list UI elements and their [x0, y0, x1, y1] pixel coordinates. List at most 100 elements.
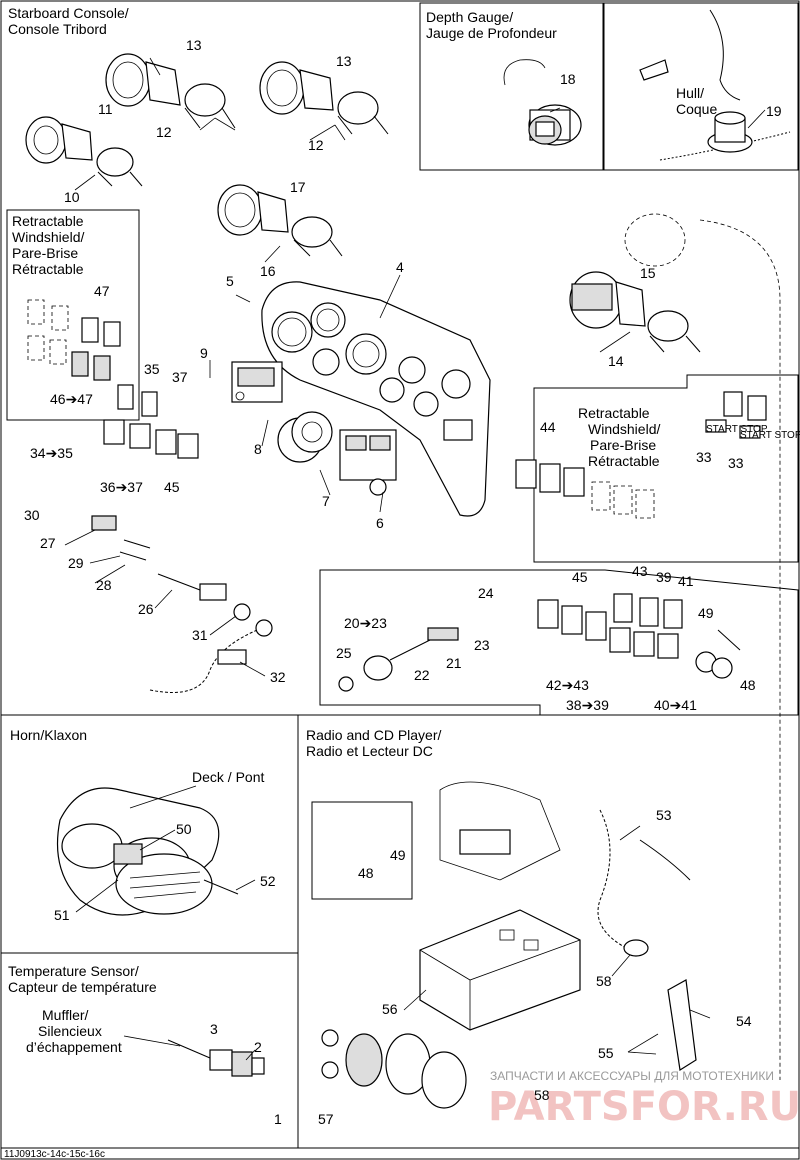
- callout-39: 39: [656, 569, 672, 585]
- callout-36-37: 36➔37: [100, 479, 143, 495]
- title-windshield-right-2: Windshield/: [588, 421, 660, 437]
- title-radio-fr: Radio et Lecteur DC: [306, 743, 433, 759]
- callout-56: 56: [382, 1001, 398, 1017]
- callout-29: 29: [68, 555, 84, 571]
- title-temperature: Temperature Sensor/: [8, 963, 139, 979]
- label-muffler-1: Muffler/: [42, 1007, 89, 1023]
- title-depth-gauge: Depth Gauge/: [426, 9, 513, 25]
- buzzer-20-23: [338, 627, 459, 692]
- radio-detail-box: [311, 801, 413, 900]
- callout-23: 23: [474, 637, 490, 653]
- callout-4: 4: [396, 259, 404, 275]
- title-radio: Radio and CD Player/: [306, 727, 442, 743]
- callout-48-radio: 48: [358, 865, 374, 881]
- callout-37: 37: [172, 369, 188, 385]
- title-windshield-right-1: Retractable: [578, 405, 650, 421]
- callout-51: 51: [54, 907, 70, 923]
- socket-48-49: [695, 629, 741, 679]
- hull-transducer-19: [639, 9, 791, 161]
- callout-10: 10: [64, 189, 80, 205]
- title-windshield-left-3: Pare-Brise: [12, 245, 78, 261]
- title-windshield-left-2: Windshield/: [12, 229, 84, 245]
- start-stop-switches-33: [705, 391, 767, 439]
- gauge-11: [25, 116, 143, 187]
- speaker-57: [321, 1029, 467, 1109]
- callout-30: 30: [24, 507, 40, 523]
- terminals-28-29: [119, 539, 151, 561]
- callout-45-right: 45: [572, 569, 588, 585]
- callout-48-right: 48: [740, 677, 756, 693]
- callout-49-right: 49: [698, 605, 714, 621]
- leader-lines: [64, 57, 766, 1061]
- lanyard-32: [149, 619, 273, 693]
- title-horn: Horn/Klaxon: [10, 727, 87, 743]
- callout-27: 27: [40, 535, 56, 551]
- steering-hub: [277, 411, 333, 463]
- callout-6: 6: [376, 515, 384, 531]
- callout-13-right: 13: [336, 53, 352, 69]
- callout-9: 9: [200, 345, 208, 361]
- depth-gauge-18: [503, 59, 582, 146]
- callout-58-lower: 58: [534, 1087, 550, 1103]
- callout-12-left: 12: [156, 124, 172, 140]
- callout-38-39: 38➔39: [566, 697, 609, 713]
- title-depth-gauge-fr: Jauge de Profondeur: [426, 25, 557, 41]
- title-windshield-right-4: Rétractable: [588, 453, 660, 469]
- watermark-subtitle: ЗАПЧАСТИ И АКСЕССУАРЫ ДЛЯ МОТОТЕХНИКИ: [490, 1069, 774, 1083]
- callout-25: 25: [336, 645, 352, 661]
- diagram-code: 11J0913c-14c-15c-16c: [4, 1149, 105, 1160]
- temperature-sensor: [167, 1039, 265, 1077]
- callout-32: 32: [270, 669, 286, 685]
- callout-5: 5: [226, 273, 234, 289]
- wiring-53: [597, 809, 691, 957]
- callout-41: 41: [678, 573, 694, 589]
- gauge-13-left: [105, 53, 236, 129]
- title-windshield-left-1: Retractable: [12, 213, 84, 229]
- horn-50: [113, 837, 213, 915]
- callout-7: 7: [322, 493, 330, 509]
- connector-27: [91, 515, 117, 531]
- windshield-switches-right: [515, 459, 655, 519]
- console-outline: [439, 781, 561, 881]
- ghost-gauge: [624, 213, 686, 267]
- callout-34-35: 34➔35: [30, 445, 73, 461]
- windshield-panel-left: [6, 209, 140, 421]
- callout-22: 22: [414, 667, 430, 683]
- title-hull: Hull/: [676, 85, 704, 101]
- callout-45-left: 45: [164, 479, 180, 495]
- wiring-harness-line: [699, 219, 781, 1080]
- callout-40-41: 40➔41: [654, 697, 697, 713]
- callout-3: 3: [210, 1021, 218, 1037]
- connector-panel: [319, 569, 799, 716]
- watermark-logo: PARTSFOR.RU: [488, 1084, 800, 1130]
- callout-19: 19: [766, 103, 782, 119]
- gauge-17: [217, 184, 343, 257]
- callout-55: 55: [598, 1045, 614, 1061]
- callout-8: 8: [254, 441, 262, 457]
- screw-52: [203, 879, 239, 895]
- callout-2: 2: [254, 1039, 262, 1055]
- callout-15: 15: [640, 265, 656, 281]
- callout-57: 57: [318, 1111, 334, 1127]
- title-starboard-console: Starboard Console/: [8, 5, 129, 21]
- callout-31: 31: [192, 627, 208, 643]
- windshield-panel-right: [533, 374, 799, 563]
- callout-12-right: 12: [308, 137, 324, 153]
- callout-43: 43: [632, 563, 648, 579]
- callout-33-right: 33: [728, 455, 744, 471]
- callout-33-left: 33: [696, 449, 712, 465]
- callout-50: 50: [176, 821, 192, 837]
- callout-26: 26: [138, 601, 154, 617]
- hull-panel: [603, 2, 799, 171]
- callout-24: 24: [478, 585, 494, 601]
- callout-44: 44: [540, 419, 556, 435]
- callout-58-upper: 58: [596, 973, 612, 989]
- label-start-stop-right: START STOP: [740, 430, 800, 441]
- callout-18: 18: [560, 71, 576, 87]
- callout-17: 17: [290, 179, 306, 195]
- label-muffler-2: Silencieux: [38, 1023, 102, 1039]
- callout-21: 21: [446, 655, 462, 671]
- label-deck: Deck / Pont: [192, 769, 264, 785]
